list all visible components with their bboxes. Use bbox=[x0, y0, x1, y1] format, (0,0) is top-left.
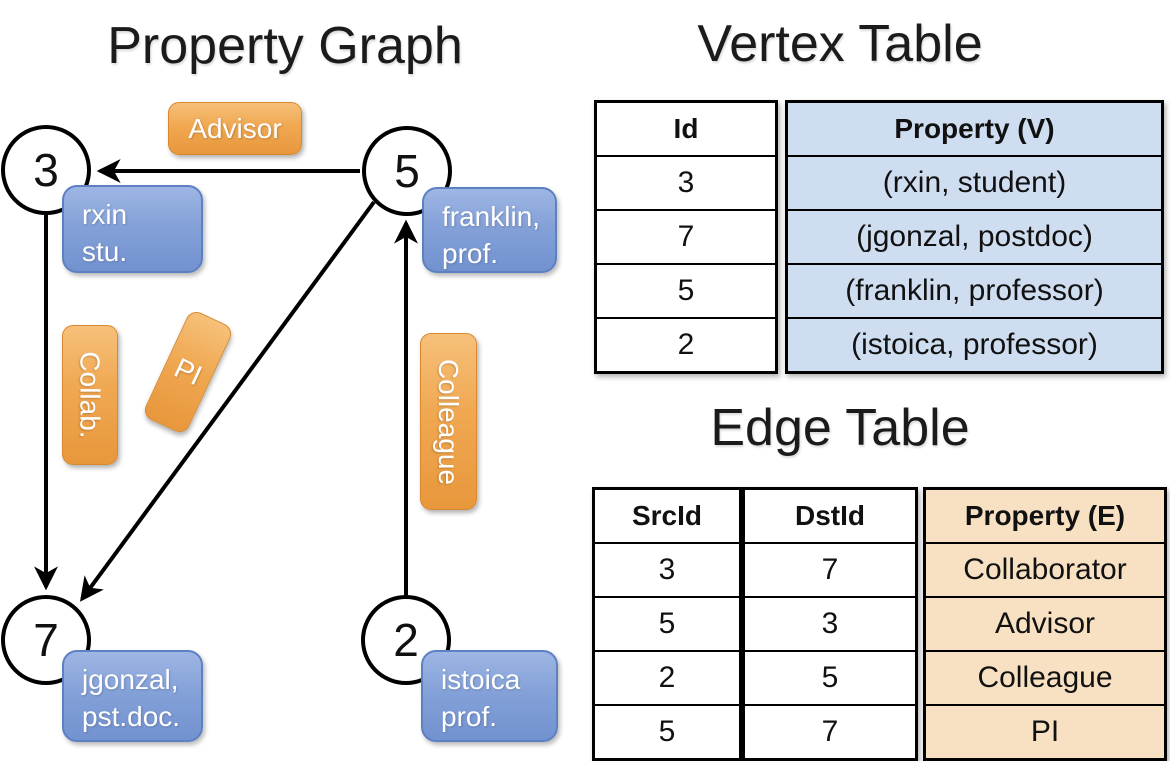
vertex-property-line: jgonzal, bbox=[82, 664, 179, 695]
table-cell: 7 bbox=[745, 704, 915, 758]
column-header: Property (V) bbox=[788, 103, 1161, 155]
vertex-id-7: 7 bbox=[33, 614, 59, 666]
table-cell: 5 bbox=[597, 263, 775, 317]
edge-label-advisor-text: Advisor bbox=[188, 112, 282, 144]
edge-label-colleague-text: Colleague bbox=[433, 358, 465, 485]
vertex-property-box-rxin: rxin stu. bbox=[62, 185, 203, 273]
table-cell: (rxin, student) bbox=[788, 155, 1161, 209]
edge-label-collab: Collab. bbox=[62, 325, 118, 465]
vertex-property-line: franklin, bbox=[442, 201, 541, 232]
table-cell: 5 bbox=[595, 596, 739, 650]
vertex-property-box-franklin: franklin, prof. bbox=[422, 187, 557, 273]
table-cell: Colleague bbox=[926, 650, 1164, 704]
edge-table-dstid-column: DstId 7 3 5 7 bbox=[742, 487, 918, 761]
vertex-table-title: Vertex Table bbox=[697, 15, 983, 73]
vertex-property-line: prof. bbox=[442, 238, 499, 269]
table-cell: 2 bbox=[597, 317, 775, 371]
vertex-property-line: prof. bbox=[441, 701, 498, 732]
table-cell: PI bbox=[926, 704, 1164, 758]
table-cell: Collaborator bbox=[926, 542, 1164, 596]
column-header: DstId bbox=[795, 500, 865, 531]
vertex-property-box-jgonzal: jgonzal, pst.doc. bbox=[62, 650, 203, 742]
edge-label-colleague: Colleague bbox=[420, 333, 477, 510]
vertex-circle-5: 5 bbox=[362, 126, 452, 216]
vertex-table: Id 3 7 5 2 Property (V) (rxin, student) … bbox=[594, 100, 1164, 374]
column-header: Id bbox=[673, 113, 699, 144]
table-cell: 3 bbox=[595, 542, 739, 596]
edge-table: SrcId 3 5 2 5 DstId 7 3 5 7 Property (E)… bbox=[592, 487, 1167, 761]
table-cell: 2 bbox=[595, 650, 739, 704]
vertex-property-line: istoica bbox=[441, 664, 521, 695]
vertex-property-line: rxin bbox=[82, 199, 128, 230]
edge-table-srcid-column: SrcId 3 5 2 5 bbox=[592, 487, 742, 761]
table-cell: Advisor bbox=[926, 596, 1164, 650]
table-cell: (istoica, professor) bbox=[788, 317, 1161, 371]
vertex-table-property-column: Property (V) (rxin, student) (jgonzal, p… bbox=[785, 100, 1164, 374]
vertex-id-3: 3 bbox=[33, 144, 59, 196]
vertex-circle-2: 2 bbox=[361, 595, 451, 685]
edge-label-advisor: Advisor bbox=[168, 102, 302, 155]
table-cell: 7 bbox=[597, 209, 775, 263]
graph-edges-canvas bbox=[34, 159, 418, 602]
table-cell: 5 bbox=[745, 650, 915, 704]
table-cell: (franklin, professor) bbox=[788, 263, 1161, 317]
property-graph-title: Property Graph bbox=[107, 17, 463, 75]
column-header: Property (E) bbox=[926, 490, 1164, 542]
vertex-id-2: 2 bbox=[393, 614, 419, 666]
edge-table-title: Edge Table bbox=[710, 399, 970, 457]
table-cell: 5 bbox=[595, 704, 739, 758]
edge-label-pi-text: PI bbox=[169, 351, 207, 392]
vertex-property-line: pst.doc. bbox=[82, 701, 181, 732]
edge-label-collab-text: Collab. bbox=[75, 351, 107, 439]
table-cell: 3 bbox=[745, 596, 915, 650]
edge-table-property-column: Property (E) Collaborator Advisor Collea… bbox=[923, 487, 1167, 761]
column-header: SrcId bbox=[631, 500, 703, 531]
table-cell: (jgonzal, postdoc) bbox=[788, 209, 1161, 263]
vertex-id-5: 5 bbox=[394, 145, 420, 197]
vertex-property-line: stu. bbox=[82, 236, 128, 267]
vertex-property-box-istoica: istoica prof. bbox=[421, 650, 558, 742]
edge-pi-arrow bbox=[80, 200, 376, 602]
vertex-table-id-column: Id 3 7 5 2 bbox=[594, 100, 778, 374]
table-cell: 3 bbox=[597, 155, 775, 209]
table-cell: 7 bbox=[745, 542, 915, 596]
